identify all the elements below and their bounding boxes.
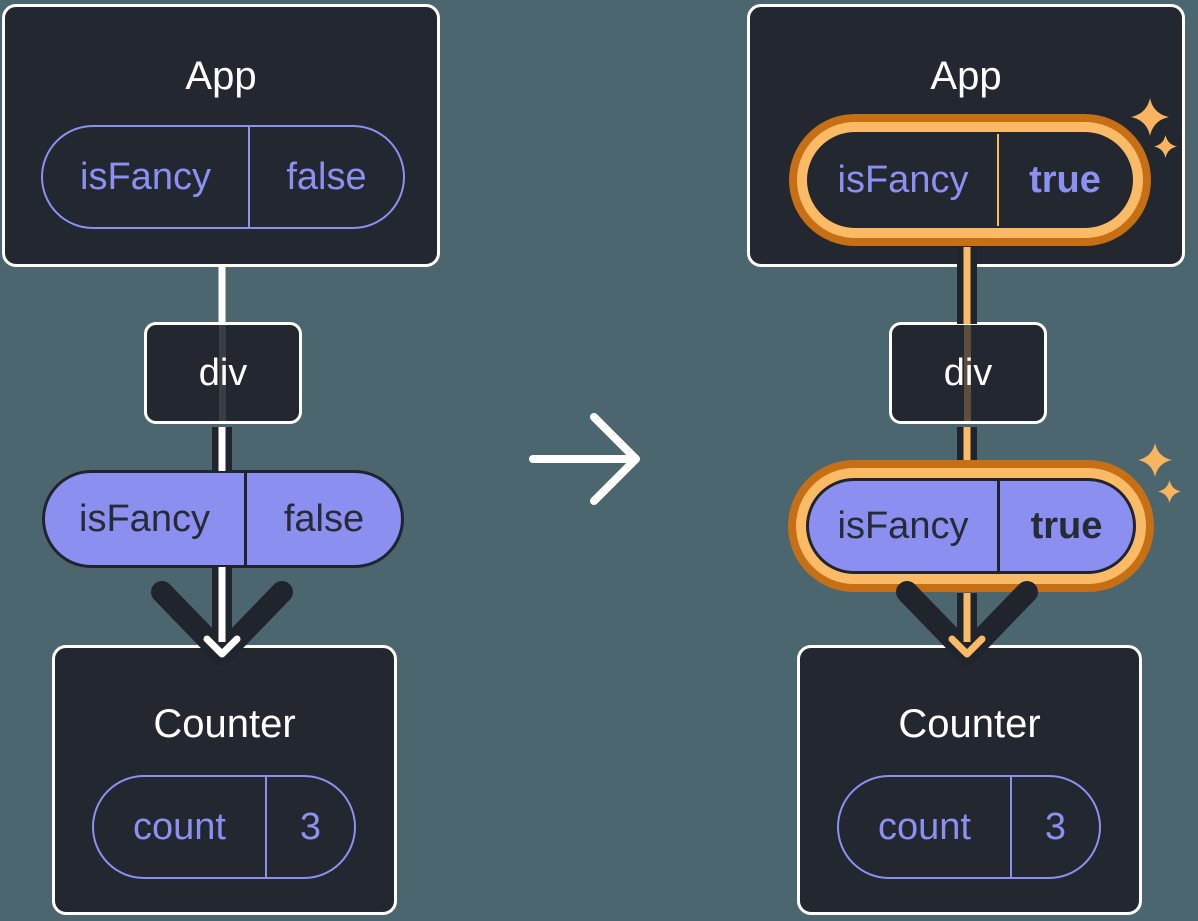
- pass-through-line: [964, 325, 971, 421]
- component-title: Counter: [898, 702, 1041, 746]
- state-pill: count 3: [837, 775, 1101, 879]
- state-key: isFancy: [809, 134, 999, 226]
- counter-component-box: Counter count 3: [797, 645, 1142, 915]
- state-value: 3: [299, 805, 322, 848]
- prop-value: false: [283, 497, 365, 540]
- div-element-box: div: [889, 322, 1047, 424]
- div-label: div: [943, 351, 993, 394]
- app-component-box: App isFancy false: [2, 4, 440, 267]
- state-value: false: [286, 155, 367, 198]
- prop-pill-highlighted: isFancy true: [806, 478, 1136, 574]
- transition-arrow-head: [590, 413, 640, 505]
- div-element-box: div: [144, 322, 302, 424]
- sparkle-icon: [1138, 443, 1172, 477]
- sparkle-icon: [1158, 480, 1181, 503]
- component-title: App: [185, 54, 257, 98]
- state-key: count: [94, 777, 267, 877]
- state-pill: count 3: [92, 775, 356, 879]
- app-component-box: App isFancy true: [747, 4, 1185, 267]
- state-key: count: [839, 777, 1012, 877]
- state-value: 3: [1044, 805, 1067, 848]
- component-title: App: [930, 54, 1002, 98]
- div-label: div: [198, 351, 248, 394]
- tree-before: App isFancy false div isFancy false Coun…: [2, 0, 442, 921]
- pass-through-line: [219, 325, 226, 421]
- state-key: isFancy: [43, 127, 250, 227]
- prop-pill: isFancy false: [42, 470, 404, 568]
- counter-component-box: Counter count 3: [52, 645, 397, 915]
- state-value: true: [1029, 158, 1101, 201]
- state-pill: isFancy false: [41, 125, 405, 229]
- prop-value: true: [1030, 504, 1103, 547]
- component-title: Counter: [153, 702, 296, 746]
- prop-key: isFancy: [45, 473, 247, 565]
- state-pill-highlighted: isFancy true: [807, 132, 1133, 228]
- prop-key: isFancy: [809, 481, 1000, 571]
- transition-right-arrow-icon: [529, 413, 640, 505]
- tree-after: App isFancy true div isFancy true Counte…: [747, 0, 1187, 921]
